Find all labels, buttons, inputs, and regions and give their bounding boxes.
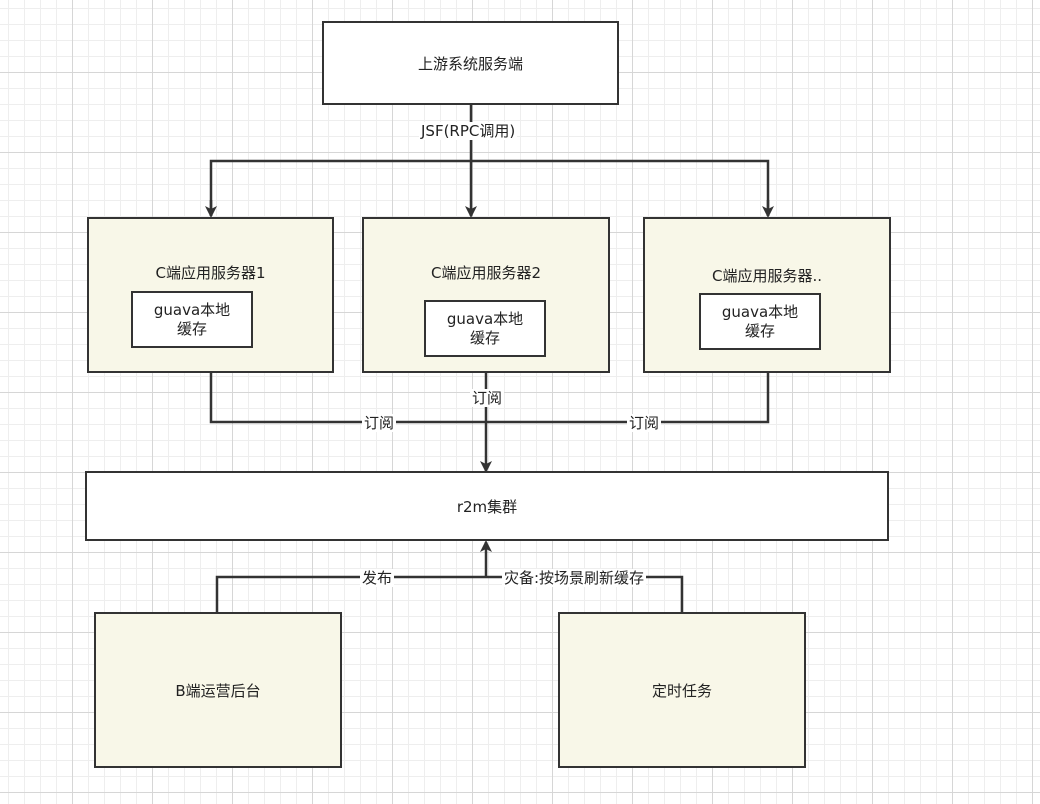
c-server-3-title: C端应用服务器.. [711, 267, 822, 285]
b-backend-box: B端运营后台 [94, 612, 342, 768]
c-server-1-box: C端应用服务器1 guava本地 缓存 [87, 217, 334, 373]
c-server-2-box: C端应用服务器2 guava本地 缓存 [362, 217, 610, 373]
c-server-1-title: C端应用服务器1 [155, 264, 266, 282]
c-server-1-cache-label: guava本地 缓存 [153, 300, 231, 338]
c-server-2-cache-box: guava本地 缓存 [424, 300, 546, 357]
timer-task-box: 定时任务 [558, 612, 806, 768]
upstream-service-label: 上游系统服务端 [417, 54, 523, 73]
rpc-edge-label: JSF(RPC调用) [419, 122, 518, 140]
c-server-2-cache-label: guava本地 缓存 [446, 309, 524, 347]
subscribe-left-label: 订阅 [362, 414, 397, 432]
refresh-edge-label: 灾备:按场景刷新缓存 [502, 569, 647, 587]
rpc-branch-line [209, 159, 770, 216]
c-server-3-cache-label: guava本地 缓存 [721, 302, 799, 340]
c-server-3-box: C端应用服务器.. guava本地 缓存 [643, 217, 891, 373]
b-backend-label: B端运营后台 [175, 681, 261, 700]
c-server-3-cache-box: guava本地 缓存 [699, 293, 821, 350]
upstream-service-box: 上游系统服务端 [322, 21, 619, 105]
c-server-1-cache-box: guava本地 缓存 [131, 291, 253, 348]
c-server-2-title: C端应用服务器2 [430, 264, 542, 282]
timer-task-label: 定时任务 [651, 681, 712, 700]
subscribe-bus-line [209, 373, 770, 424]
r2m-cluster-box: r2m集群 [85, 471, 889, 541]
subscribe-center-label: 订阅 [470, 389, 505, 407]
r2m-cluster-label: r2m集群 [456, 497, 518, 516]
subscribe-right-label: 订阅 [627, 414, 662, 432]
publish-bus-line [215, 575, 684, 613]
publish-edge-label: 发布 [360, 569, 395, 587]
